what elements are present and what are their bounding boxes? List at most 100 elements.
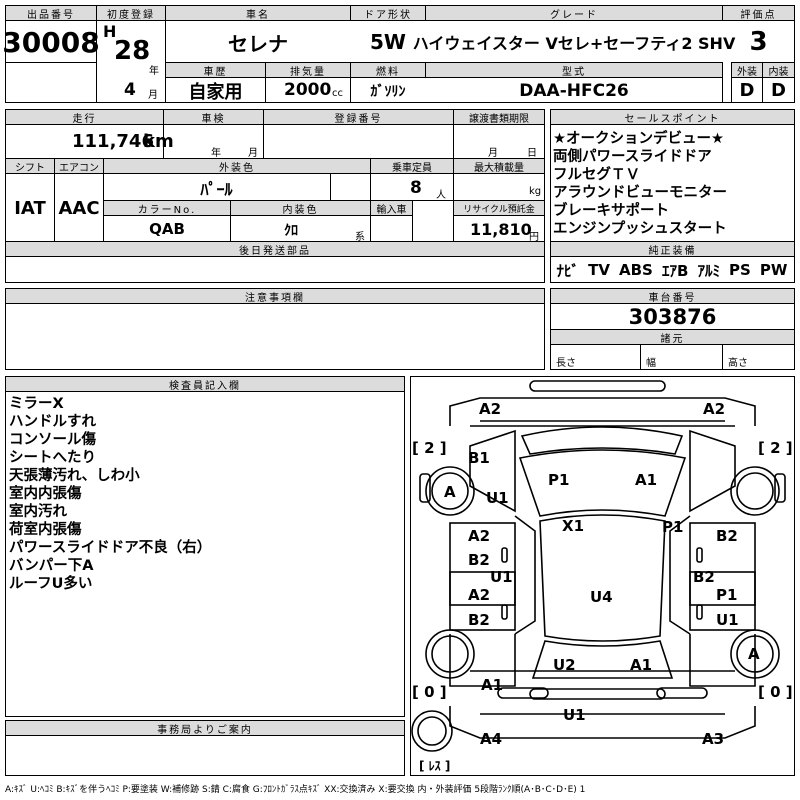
car-name: セレナ [228, 31, 288, 56]
standard-equipment-list: ﾅﾋﾞ TV ABS ｴｱB ｱﾙﾐ PS PW [552, 259, 792, 281]
damage-mark: B2 [693, 568, 715, 586]
exterior-color: ﾊﾟｰﾙ [200, 179, 233, 199]
registration-month: 4 [124, 80, 136, 100]
lot-number-label: 出品番号 [5, 5, 97, 21]
inspector-note: パワースライドドア不良（右） [9, 540, 212, 556]
inspector-notes-label: 検査員記入欄 [5, 376, 405, 392]
later-shipping-parts-label: 後日発送部品 [5, 241, 545, 257]
damage-mark: U2 [553, 656, 576, 674]
import-extra-cell [412, 200, 454, 242]
inspector-note: 室内内張傷 [9, 486, 82, 502]
damage-mark: B2 [468, 611, 490, 629]
rear-bumper-shape [529, 688, 666, 700]
exterior-grade-label: 外装 [731, 62, 763, 78]
first-registration-cell [96, 20, 166, 103]
recycle-deposit: 11,810 [470, 220, 532, 239]
sales-point: ブレーキサポート [553, 203, 669, 219]
max-load-label: 最大積載量 [453, 158, 545, 174]
hood-shape [520, 426, 684, 455]
specifications-label: 諸元 [550, 329, 795, 345]
car-name-label: 車名 [165, 5, 351, 21]
notes-label: 注意事項欄 [5, 288, 545, 304]
left-rear-handle [501, 604, 508, 620]
first-registration-label: 初度登録 [96, 5, 166, 21]
damage-mark: A2 [468, 586, 491, 604]
damage-diagram-section [410, 376, 795, 776]
grade-label: グレード [425, 5, 723, 21]
model-code-label: 型式 [425, 62, 723, 78]
month-unit: 月 [148, 90, 158, 101]
recycle-deposit-label: リサイクル預託金 [453, 200, 545, 216]
year-unit: 年 [149, 66, 159, 77]
damage-mark: B1 [468, 449, 490, 467]
color-number-label: カラーNo. [103, 200, 231, 216]
capacity: 8 [410, 178, 422, 198]
inspector-note: ルーフU多い [9, 576, 93, 592]
shift: IAT [14, 197, 46, 219]
damage-mark: A4 [480, 730, 503, 748]
damage-mark: A [748, 645, 760, 663]
fuel: ｶﾞｿﾘﾝ [370, 83, 406, 100]
damage-mark: B2 [468, 551, 490, 569]
front-bumper-shape [529, 380, 666, 392]
sales-point: アラウンドビューモニター [553, 185, 727, 201]
sales-point: フルセグＴＶ [553, 167, 640, 183]
rear-glass-shape [531, 640, 674, 679]
registration-number-label: 登録番号 [263, 109, 454, 125]
mileage-label: 走行 [5, 109, 164, 125]
chassis-number-label: 車台番号 [550, 288, 795, 304]
right-front-door-shape [689, 522, 756, 606]
inspector-note: 室内汚れ [9, 504, 67, 520]
office-notice-label: 事務局よりご案内 [5, 720, 405, 736]
tire-tread-rear-left: [ 0 ] [412, 683, 447, 701]
damage-mark: B2 [716, 527, 738, 545]
right-rear-wheel-shape [730, 629, 780, 679]
displacement-label: 排気量 [265, 62, 351, 78]
door-type: 5W [370, 30, 406, 54]
sales-point: 両側パワースライドドア [553, 149, 712, 165]
equipment-item: ｱﾙﾐ [697, 261, 720, 280]
interior-color-label: 内装色 [230, 200, 371, 216]
damage-mark: U1 [486, 489, 509, 507]
displacement-cell [265, 77, 351, 103]
import-cell [370, 215, 413, 242]
lot-blank-cell [5, 62, 97, 103]
equipment-item: PS [729, 261, 751, 279]
windshield-shape [518, 449, 687, 517]
transfer-month-unit: 月 [488, 148, 498, 159]
equipment-item: ﾅﾋﾞ [556, 261, 580, 280]
inspector-notes-list: ミラーX ハンドルすれ コンソール傷 シートへたり 天張薄汚れ、しわ小 室内内張… [9, 395, 211, 593]
left-front-wheel-shape [425, 466, 475, 516]
inspector-note: シートへたり [9, 450, 96, 466]
import-label: 輸入車 [370, 200, 413, 216]
inspection-month-unit: 月 [248, 148, 258, 159]
transfer-deadline-label: 譲渡書類期限 [453, 109, 545, 125]
door-type-label: ドア形状 [350, 5, 426, 21]
equipment-item: ｴｱB [661, 261, 689, 280]
inspector-section [5, 376, 405, 717]
right-front-handle [696, 547, 703, 563]
recycle-deposit-unit: 円 [529, 232, 539, 243]
damage-mark: A2 [468, 527, 491, 545]
car-diagram-svg [411, 380, 786, 752]
grade: ハイウェイスター Vセレ+セーフティ2 SHV [412, 34, 736, 53]
displacement: 2000 [284, 80, 332, 100]
inspector-note: 荷室内張傷 [9, 522, 82, 538]
exterior-grade: D [731, 77, 763, 103]
chassis-number: 303876 [628, 305, 717, 329]
width-cell [640, 344, 723, 370]
inspector-note: 天張薄汚れ、しわ小 [9, 468, 140, 484]
damage-mark: U1 [490, 568, 513, 586]
damage-mark: A2 [479, 400, 502, 418]
inspector-note: ハンドルすれ [9, 414, 96, 430]
damage-mark: A [444, 483, 456, 501]
max-load-unit: kg [529, 186, 542, 197]
right-fender-shape [689, 429, 736, 513]
damage-mark: X1 [562, 517, 585, 535]
history-label: 車歴 [165, 62, 266, 78]
damage-mark: A1 [635, 471, 658, 489]
aircon-label: エアコン [54, 158, 104, 174]
color-number: QAB [149, 220, 185, 238]
capacity-unit: 人 [436, 190, 446, 201]
exterior-color-label: 外装色 [103, 158, 371, 174]
